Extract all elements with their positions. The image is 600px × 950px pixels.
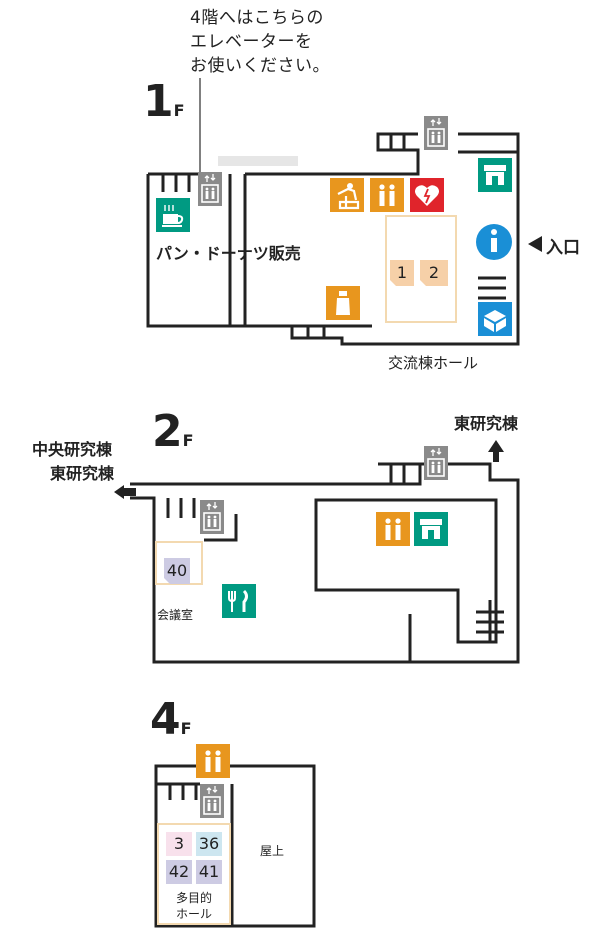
room-tile [166,832,192,856]
floor1-walls [146,132,520,346]
floor-label-4f: 4F [150,698,192,742]
room-tile [164,558,190,584]
room-number: 2 [428,263,440,282]
restroom-icon [376,512,410,546]
multipurpose-hall-label: 多目的 ホール [158,890,230,922]
floor2-stairs [166,464,504,642]
aed-icon [410,178,444,212]
note-line-3: お使いください。 [190,56,330,76]
restroom-icon [370,178,404,212]
room-tile [196,832,222,856]
elevator-icon [423,445,449,481]
parcel-icon [478,302,512,336]
west-arrow-icon [114,485,136,499]
hall-label: 交流棟ホール [388,354,479,372]
elevator-icon [199,499,225,535]
meeting-room-label: 会議室 [157,608,194,622]
floor1-stairs-left [161,174,191,192]
room-number: 1 [396,263,408,282]
floor-unit: F [180,719,192,738]
floor4-stairs [156,782,200,800]
floor-number: 4 [150,694,181,745]
info-icon [476,224,512,260]
hall-label-line-2: ホール [175,907,212,921]
floor1-stairs-top [306,134,406,338]
dest-east-lab-left: 東研究棟 [50,464,115,483]
room-tile [166,860,192,884]
floor-unit: F [173,101,185,120]
hall-label-line-1: 多目的 [175,891,212,905]
floor-label-1f: 1F [143,80,185,124]
room-tile [196,860,222,884]
floor-number: 1 [143,76,174,127]
restroom-icon [196,744,230,778]
floor-number: 2 [152,406,183,457]
room-number: 36 [198,834,220,853]
floor1-gray-area [218,156,298,166]
room-tile [420,260,448,286]
room-number: 3 [173,834,185,853]
elevator-icon [423,115,449,151]
floor-label-2f: 2F [152,410,194,454]
room-tile [390,260,414,286]
room-number: 41 [198,862,220,881]
north-arrow-icon [488,440,504,462]
elevator-icon [199,783,225,819]
floor1-stairs-right [478,276,506,300]
entrance-arrow-icon [528,236,542,252]
room-number: 42 [168,862,190,881]
shop-icon [414,512,448,546]
floor4-walls [154,764,316,928]
note-line-2: エレベーターを [190,32,313,52]
floor-unit: F [182,431,194,450]
nursing-icon [330,178,364,212]
shop-icon [478,158,512,192]
entrance-label: 入口 [546,238,580,258]
restaurant-icon [222,584,256,618]
note-line-1: 4階へはこちらの [190,8,324,28]
cafe-icon [156,198,190,232]
dest-central-lab: 中央研究棟 [32,440,113,459]
room-number: 40 [166,561,188,580]
rooftop-label: 屋上 [260,844,285,858]
dest-east-lab-top: 東研究棟 [454,414,519,433]
bakery-shop-label: パン・ドーナツ販売 [156,244,301,263]
elevator-icon [197,171,223,207]
bottle-icon [326,286,360,320]
elevator-note: 4階へはこちらの エレベーターを お使いください。 [190,6,390,78]
